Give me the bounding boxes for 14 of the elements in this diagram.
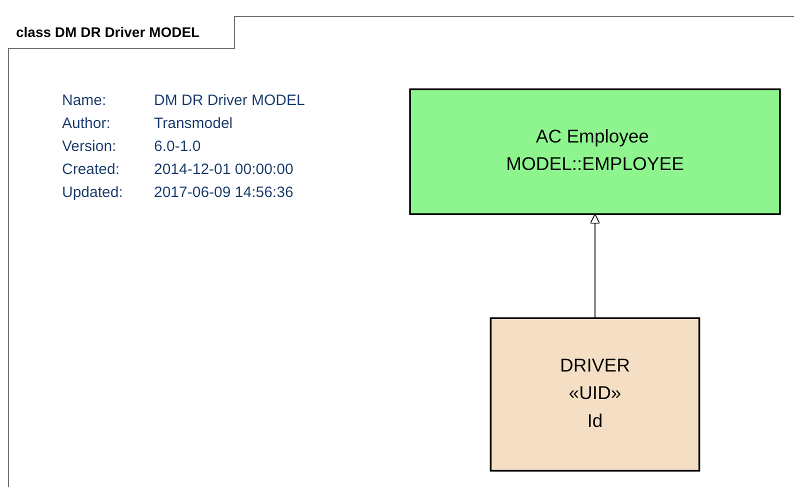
node-box: DRIVER «UID» Id: [490, 317, 700, 472]
note-key: Version:: [62, 138, 154, 155]
node-box: AC Employee MODEL::EMPLOYEE: [409, 88, 781, 215]
diagram-title: class DM DR Driver MODEL: [8, 16, 235, 49]
note-value: DM DR Driver MODEL: [154, 92, 305, 109]
note-key: Author:: [62, 115, 154, 132]
arrow: [590, 214, 600, 318]
note-value: 2014-12-01 00:00:00: [154, 161, 294, 178]
note-value: Transmodel: [154, 115, 234, 132]
note-key: Created:: [62, 161, 154, 178]
note-value: 6.0-1.0: [154, 138, 202, 155]
note-key: Name:: [62, 92, 154, 109]
note-value: 2017-06-09 14:56:36: [154, 184, 294, 201]
note-key: Updated:: [62, 184, 154, 201]
